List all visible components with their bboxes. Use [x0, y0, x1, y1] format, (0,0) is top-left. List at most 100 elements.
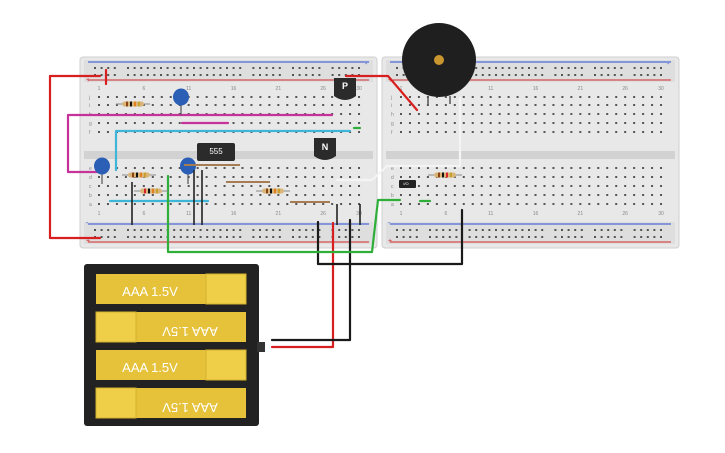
rail-hole: [640, 236, 643, 238]
wires: [48, 68, 464, 349]
slide-switch-label: I/O: [403, 181, 408, 186]
rail-hole: [481, 236, 484, 238]
terminal-hole: [331, 104, 334, 106]
terminal-hole: [426, 185, 429, 187]
terminal-hole: [214, 96, 217, 98]
rail-hole: [259, 74, 261, 76]
rail-hole: [193, 229, 195, 231]
terminal-hole: [331, 96, 334, 98]
terminal-hole: [525, 185, 528, 187]
terminal-hole: [534, 203, 537, 205]
rail-hole: [100, 67, 103, 69]
rail-hole: [272, 67, 275, 69]
terminal-hole: [268, 176, 271, 178]
terminal-hole: [498, 96, 501, 98]
rail-hole: [338, 67, 341, 69]
terminal-hole: [660, 122, 663, 124]
rail-hole: [232, 67, 235, 69]
rail-hole: [448, 236, 451, 238]
terminal-hole: [651, 203, 654, 205]
terminal-hole: [534, 176, 537, 178]
terminal-hole: [259, 194, 262, 196]
row-letter: h: [391, 112, 394, 118]
rail-hole: [653, 74, 656, 76]
terminal-hole: [205, 176, 208, 178]
terminal-hole: [178, 176, 181, 178]
pnp-transistor-label: P: [342, 81, 348, 91]
terminal-hole: [561, 104, 564, 106]
wire-cyan: [114, 129, 352, 172]
rail-hole: [133, 74, 136, 76]
rail-hole: [94, 229, 96, 231]
component-labels: 555 P N I/O: [209, 81, 408, 186]
resistor-3-band: [156, 188, 158, 194]
rail-hole: [318, 67, 321, 69]
rail-plus-sign: +: [86, 238, 90, 245]
battery-cell-4-label: AAA 1.5V: [162, 400, 218, 415]
terminal-hole: [322, 185, 325, 187]
rail-hole: [252, 236, 255, 238]
rail-hole: [259, 229, 261, 231]
terminal-hole: [561, 176, 564, 178]
terminal-hole: [214, 194, 217, 196]
terminal-hole: [525, 104, 528, 106]
terminal-hole: [241, 96, 244, 98]
terminal-hole: [259, 96, 262, 98]
rail-hole: [653, 229, 656, 231]
terminal-hole: [286, 167, 289, 169]
column-number: 11: [186, 211, 191, 217]
rail-hole: [607, 74, 610, 76]
rail-hole: [173, 74, 176, 76]
terminal-hole: [115, 194, 118, 196]
terminal-hole: [295, 194, 298, 196]
terminal-hole: [160, 104, 163, 106]
terminal-hole: [579, 176, 582, 178]
rail-hole: [358, 67, 360, 69]
terminal-hole: [250, 96, 253, 98]
rail-hole: [567, 67, 570, 69]
terminal-hole: [223, 185, 226, 187]
terminal-hole: [507, 203, 510, 205]
battery-cell-1-label: AAA 1.5V: [122, 284, 178, 299]
terminal-hole: [340, 104, 343, 106]
terminal-hole: [498, 122, 501, 124]
terminal-hole: [561, 185, 564, 187]
rail-hole: [146, 229, 149, 231]
terminal-hole: [633, 194, 636, 196]
rail-hole: [259, 236, 261, 238]
terminal-hole: [426, 113, 429, 115]
terminal-hole: [570, 96, 573, 98]
terminal-hole: [660, 104, 663, 106]
rail-hole: [160, 67, 162, 69]
terminal-hole: [498, 176, 501, 178]
resistor-3-band: [148, 188, 150, 194]
rail-hole: [127, 67, 129, 69]
terminal-hole: [651, 194, 654, 196]
column-number: 1: [400, 211, 403, 217]
rail-hole: [594, 236, 596, 238]
rail-hole: [646, 67, 649, 69]
rail-hole: [239, 67, 242, 69]
rail-hole: [613, 229, 616, 231]
row-letter: b: [391, 193, 394, 199]
terminal-hole: [268, 104, 271, 106]
terminal-hole: [570, 176, 573, 178]
resistor-4-band: [278, 188, 280, 194]
rail-hole: [514, 74, 517, 76]
terminal-hole: [259, 122, 262, 124]
column-number: 21: [578, 211, 584, 217]
rail-hole: [179, 74, 182, 76]
terminal-hole: [358, 122, 361, 124]
column-number: 16: [533, 86, 539, 92]
terminal-hole: [241, 122, 244, 124]
terminal-hole: [241, 167, 244, 169]
terminal-hole: [543, 104, 546, 106]
terminal-hole: [400, 96, 402, 98]
rail-hole: [232, 229, 235, 231]
terminal-hole: [633, 104, 636, 106]
rail-hole: [534, 236, 537, 238]
terminal-hole: [642, 203, 645, 205]
terminal-hole: [98, 176, 100, 178]
rail-hole: [226, 236, 228, 238]
terminal-hole: [232, 194, 235, 196]
